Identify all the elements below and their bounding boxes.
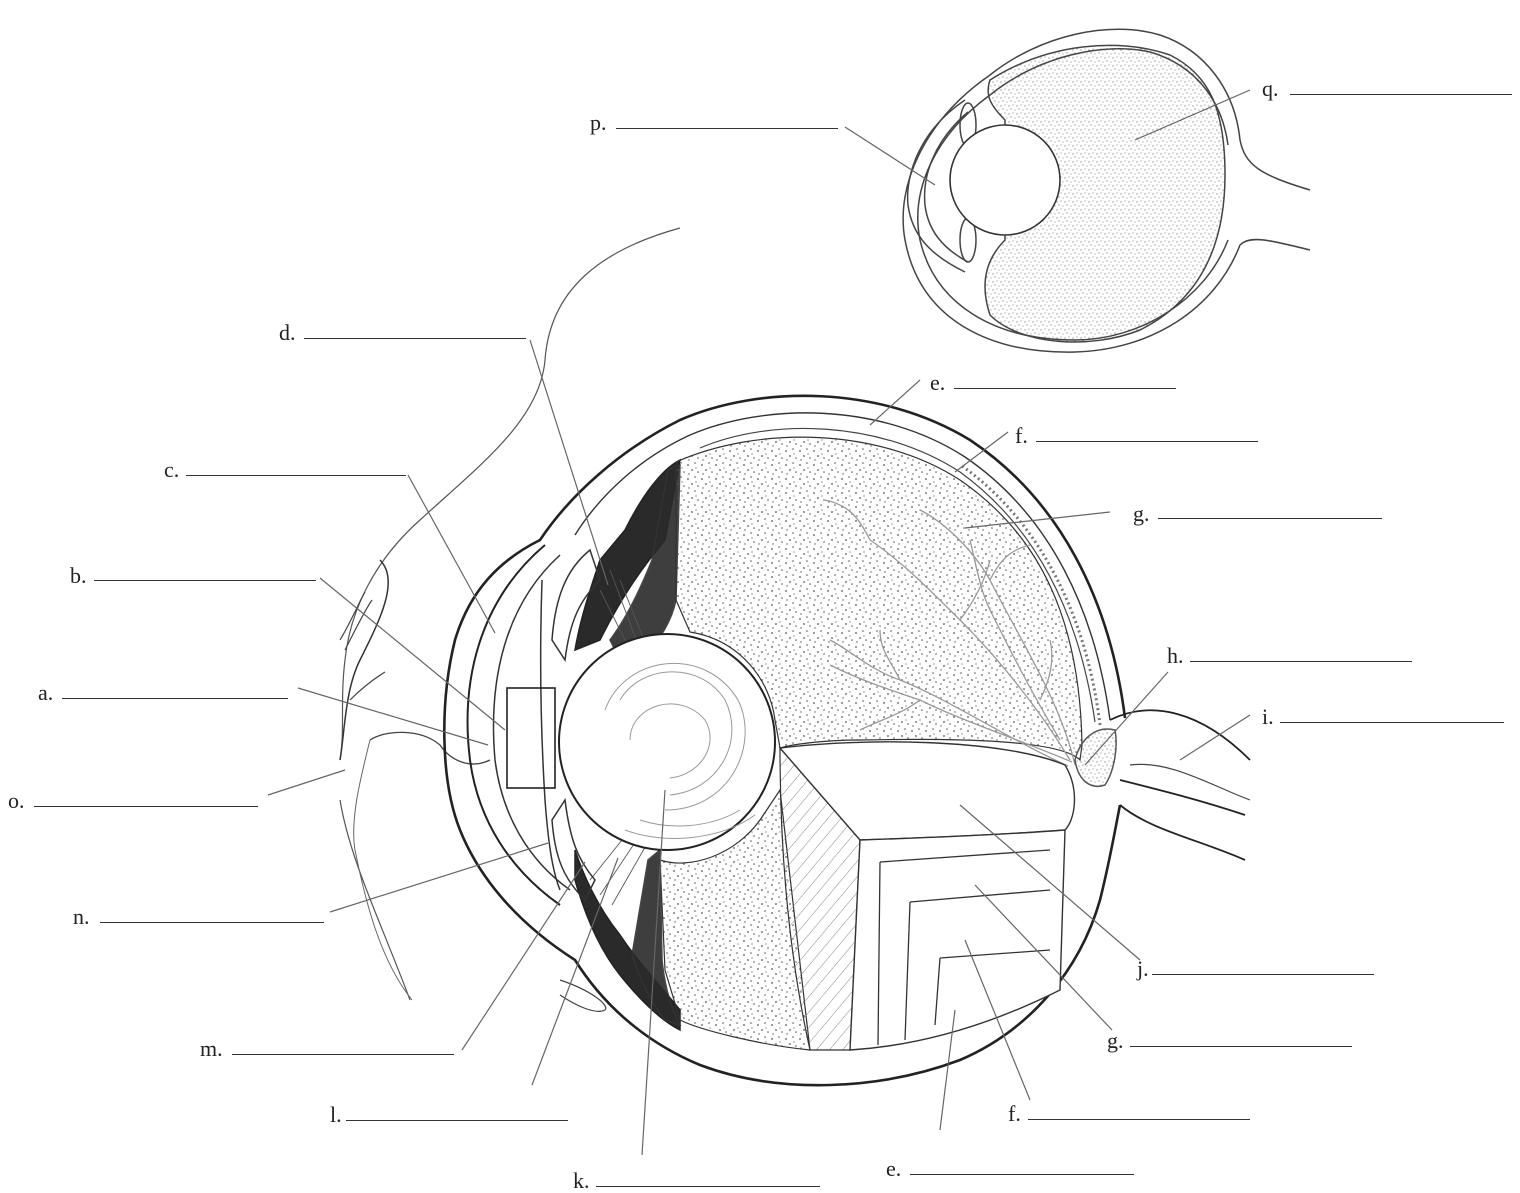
leader-a [298,688,488,745]
blank-o[interactable] [34,806,258,807]
blank-q[interactable] [1290,94,1512,95]
label-n: n. [73,906,90,928]
blank-e-bottom[interactable] [910,1174,1134,1175]
small-eye-optic-nerve [1240,140,1310,190]
leader-p [845,127,935,185]
anterior-chamber-line [541,580,560,890]
blank-g-bottom[interactable] [1130,1046,1352,1047]
leader-f-top [955,432,1008,472]
blank-d[interactable] [304,338,526,339]
label-d: d. [279,322,296,344]
small-eye-lens [950,125,1060,235]
label-h: h. [1167,645,1184,667]
label-k: k. [573,1170,590,1192]
label-g-bottom: g. [1107,1030,1124,1052]
blank-j[interactable] [1152,974,1374,975]
blank-m[interactable] [232,1054,454,1055]
pupil-bracket [507,688,555,788]
blank-k[interactable] [596,1186,820,1187]
label-e-top: e. [930,372,945,394]
label-q: q. [1262,78,1279,100]
eyelashes [340,592,385,700]
small-eye-cross-section [903,29,1310,352]
blank-p[interactable] [616,128,838,129]
cornea [468,545,560,905]
eyelid-edge [340,560,388,760]
conjunctiva-fold [370,732,490,764]
lower-eyelid [340,800,410,1000]
blank-c[interactable] [186,475,406,476]
cornea-inner [494,555,570,890]
wedge-vitreous-face [850,830,1065,1050]
blank-l[interactable] [346,1120,568,1121]
label-l: l. [330,1104,342,1126]
label-i: i. [1262,706,1274,728]
label-m: m. [200,1038,223,1060]
label-g-top: g. [1133,503,1150,525]
blank-i[interactable] [1280,722,1504,723]
label-e-bottom: e. [886,1158,901,1180]
label-p: p. [590,112,607,134]
leader-i [1180,715,1250,760]
blank-b[interactable] [94,580,316,581]
label-o: o. [8,790,25,812]
large-eye-cross-section [340,228,1250,1085]
blank-f-top[interactable] [1036,441,1258,442]
blank-f-bottom[interactable] [1028,1119,1250,1120]
label-f-bottom: f. [1008,1103,1021,1125]
label-f-top: f. [1015,425,1028,447]
leader-l [532,858,618,1085]
blank-n[interactable] [100,922,324,923]
leader-h [1085,672,1168,765]
leader-o [268,770,345,795]
blank-h[interactable] [1190,661,1412,662]
blank-e-top[interactable] [954,388,1176,389]
leader-c [408,475,495,633]
lens [559,634,775,850]
optic-nerve [1110,710,1250,860]
label-b: b. [70,565,87,587]
label-a: a. [38,682,53,704]
label-j: j. [1137,958,1149,980]
label-c: c. [164,459,179,481]
cheek-outline [354,740,412,1000]
blank-g-top[interactable] [1158,518,1382,519]
leader-n [330,843,548,912]
blank-a[interactable] [62,698,288,699]
